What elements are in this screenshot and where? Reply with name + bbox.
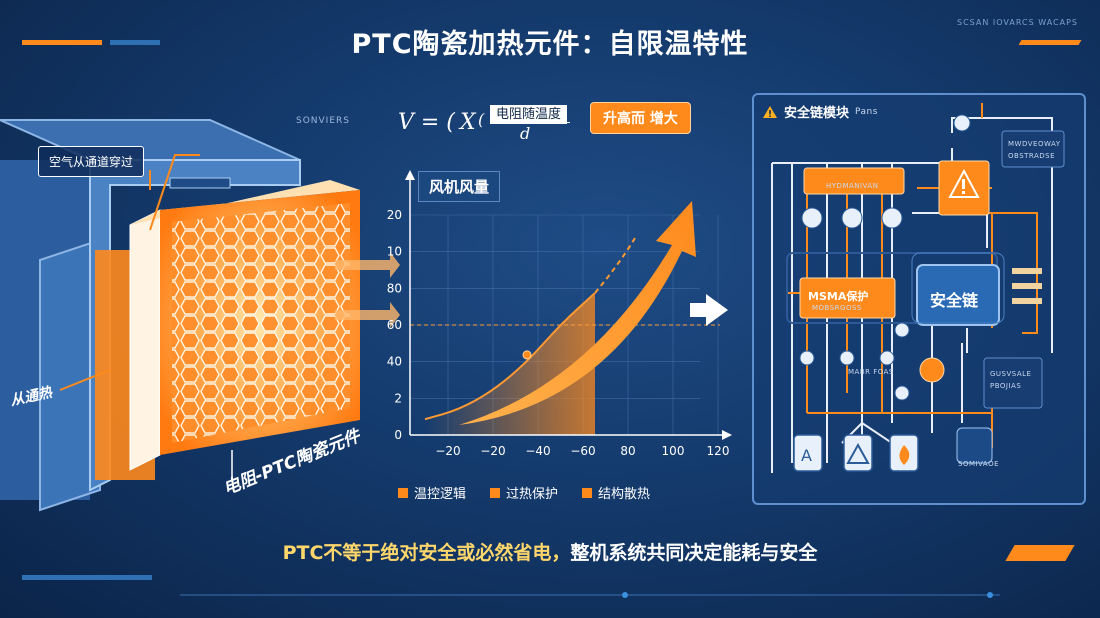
- decor-bar: [22, 40, 102, 45]
- fraction-line: [490, 122, 570, 123]
- ptc-element-side: [129, 209, 161, 471]
- flame-icon: [899, 445, 910, 465]
- panel-title: 安全链模块: [784, 106, 850, 121]
- curve-fill-area: [425, 293, 595, 435]
- panel-header: 安全链模块 Pans: [762, 102, 878, 121]
- x-axis-arrow: [722, 430, 732, 440]
- pressure-curve-chart: −20 −20 −40 −60 80 100 120 0 2 40 60 80 10 20: [387, 170, 732, 458]
- safety-chain-diagram: A: [771, 103, 1065, 473]
- decor-bar: [1018, 40, 1082, 45]
- legend-label: 温控逻辑: [414, 487, 467, 502]
- chart-legend: 温控逻辑 过热保护 结构散热: [398, 483, 650, 502]
- flow-arrow-stem: [690, 303, 708, 317]
- block-label-hydmanivan: HYDMANIVAN: [826, 182, 879, 190]
- y-axis-arrow: [405, 170, 415, 180]
- safety-chain-label: 安全链: [930, 291, 979, 310]
- x-tick-labels: −20 −20 −40 −60 80 100 120: [435, 444, 729, 458]
- legend-swatch: [490, 487, 501, 498]
- series-line: [424, 292, 596, 421]
- a-letter-icon: A: [801, 446, 812, 465]
- x-tick-label: −20: [435, 444, 460, 458]
- formula-fraction-top: 电阻随温度: [490, 105, 568, 124]
- corner-code-text: SCSAN IOVARCS WACAPS: [957, 18, 1078, 27]
- side-label-2: GUSVSALE: [990, 370, 1032, 378]
- bottom-caption: PTC不等于绝对安全或必然省电，整机系统共同决定能耗与安全: [0, 538, 1100, 565]
- housing-slot: [169, 177, 231, 189]
- ptc-honeycomb: [172, 203, 350, 443]
- x-tick-label: −40: [525, 444, 550, 458]
- legend-label: 结构散热: [598, 487, 651, 502]
- pump-icon: [919, 357, 945, 383]
- legend-item: 过热保护: [490, 483, 558, 502]
- warning-icon: [763, 105, 777, 118]
- y-tick-label: 0: [394, 428, 402, 442]
- middle-label: MABR FOAS: [848, 368, 894, 376]
- warning-triangle-icon: [948, 168, 980, 198]
- y-tick-label: 60: [387, 318, 402, 332]
- ptc-element-illustration: [0, 119, 400, 512]
- side-label-2b: PBOJIAS: [990, 382, 1022, 390]
- series-extension-dashed: [594, 237, 636, 294]
- safety-chain-block: [916, 264, 1000, 326]
- legend-label: 过热保护: [506, 487, 559, 502]
- formula-fraction-bottom: d: [520, 124, 531, 143]
- panel-title-tag: Pans: [855, 106, 878, 117]
- msma-protect-block: [799, 277, 896, 319]
- caption-part-2: 整机系统共同决定能耗与安全: [570, 542, 818, 564]
- y-tick-label: 2: [394, 391, 402, 405]
- caption-part-1: PTC不等于绝对安全或必然省电，: [282, 542, 571, 564]
- sensor-delta-icon: [843, 434, 873, 472]
- x-tick-label: −20: [480, 444, 505, 458]
- side-label-1: MWDVEOWAY: [1008, 140, 1061, 148]
- sensor-a-icon: [793, 434, 823, 472]
- rise-pill: 升高而 增大: [590, 102, 691, 134]
- ptc-element-top: [130, 180, 360, 225]
- formula-prefix: V = (: [398, 110, 455, 135]
- y-tick-label: 20: [387, 208, 402, 222]
- section-label: SONVIERS: [296, 116, 350, 126]
- y-tick-labels: 0 2 40 60 80 10 20: [387, 208, 402, 442]
- hydmanivan-block: [803, 167, 905, 195]
- block-label-msma-sub: MOBSRGOSS: [812, 304, 862, 312]
- data-marker-point: [522, 350, 532, 360]
- air-flow-callout: 空气从通道穿过: [38, 146, 145, 177]
- flow-arrow-icon: [706, 294, 728, 326]
- delta-icon: [846, 442, 870, 464]
- side-label-1b: OBSTRADSE: [1008, 152, 1056, 160]
- bottom-node-label: SOMIVAOE: [958, 460, 999, 468]
- housing-frame: [89, 159, 301, 492]
- x-tick-label: 80: [620, 444, 635, 458]
- x-tick-label: 120: [707, 444, 730, 458]
- legend-swatch: [582, 487, 593, 498]
- x-tick-label: −60: [570, 444, 595, 458]
- legend-swatch: [398, 487, 408, 498]
- legend-item: 温控逻辑: [398, 483, 466, 502]
- y-tick-label: 10: [387, 245, 402, 259]
- block-label-msma: MSMA保护: [808, 290, 869, 303]
- y-tick-label: 80: [387, 281, 402, 295]
- formula-paren: (: [478, 110, 485, 129]
- legend-item: 结构散热: [582, 483, 650, 502]
- decor-bar: [110, 40, 160, 45]
- formula-var: X: [460, 110, 476, 135]
- x-tick-label: 100: [662, 444, 685, 458]
- bottom-decor-line: [180, 592, 1000, 598]
- trend-arrow: [459, 201, 696, 425]
- y-tick-label: 40: [387, 355, 402, 369]
- page-title: PTC陶瓷加热元件：自限温特性: [351, 29, 749, 60]
- housing-front: [39, 238, 101, 512]
- decor-bar: [22, 575, 152, 580]
- chart-title-tag: 风机风量: [418, 171, 501, 202]
